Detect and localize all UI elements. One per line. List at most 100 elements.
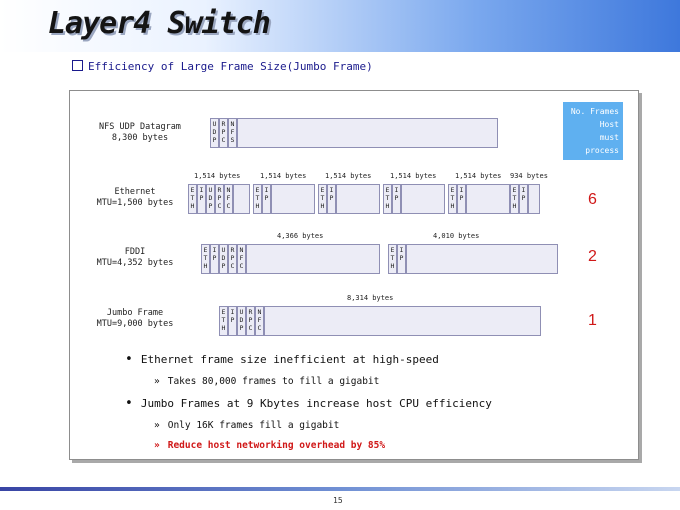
header-field-letter: T [385, 194, 390, 202]
frames-header-line: Host [599, 120, 619, 129]
header-field-letter: P [221, 262, 226, 270]
header-field-letter: T [390, 254, 395, 262]
header-field-letter: F [239, 254, 244, 262]
header-field-letter: U [221, 246, 226, 254]
header-field-letter: N [239, 246, 244, 254]
header-field-letter: P [329, 194, 334, 202]
header-field-letter: E [512, 186, 517, 194]
bullet-level1: •Ethernet frame size inefficient at high… [125, 352, 492, 367]
header-field-letter: P [239, 324, 244, 332]
row-label-size: MTU=1,500 bytes [96, 198, 174, 208]
header-field-letter: H [450, 202, 455, 210]
header-field-letter: P [208, 202, 213, 210]
frame-size-label: 8,314 bytes [347, 294, 394, 302]
header-field-letter: E [255, 186, 260, 194]
header-field-letter: T [221, 316, 226, 324]
subtitle-text: Efficiency of Large Frame Size(Jumbo Fra… [88, 60, 373, 73]
header-field-letter: C [239, 262, 244, 270]
bullet-text: Takes 80,000 frames to fill a gigabit [167, 376, 380, 387]
bullet-text: Reduce host networking overhead by 85% [167, 440, 386, 451]
frames-header-line: No. Frames [570, 107, 619, 116]
header-field-letter: C [221, 136, 226, 144]
header-field-letter: D [239, 316, 244, 324]
payload-block [406, 244, 558, 274]
header-field-letter: E [221, 308, 226, 316]
payload-block [528, 184, 540, 214]
header-field-letter: P [459, 194, 464, 202]
header-field-letter: C [217, 202, 222, 210]
header-field-letter: D [221, 254, 226, 262]
header-field-letter: I [394, 186, 399, 194]
frame-size-label: 1,514 bytes [260, 172, 307, 180]
header-field-letter: P [212, 254, 217, 262]
header-field-letter: T [450, 194, 455, 202]
header-field-letter: P [199, 194, 204, 202]
checkbox-bullet-icon [72, 60, 83, 71]
bullet-text: Jumbo Frames at 9 Kbytes increase host C… [140, 397, 492, 410]
header-field-letter: C [226, 202, 231, 210]
header-field-letter: P [264, 194, 269, 202]
frame-count-fddi: 2 [588, 248, 597, 265]
header-field-letter: N [257, 308, 262, 316]
header-field-letter: E [190, 186, 195, 194]
header-field-letter: R [221, 120, 226, 128]
header-field-letter: I [459, 186, 464, 194]
header-field-letter: P [521, 194, 526, 202]
header-field-letter: R [217, 186, 222, 194]
page-number: 15 [333, 496, 343, 505]
header-field-letter: N [230, 120, 235, 128]
row-label-ethernet: Ethernet MTU=1,500 bytes [90, 187, 180, 209]
double-chevron-icon: » [154, 376, 160, 387]
header-field-letter: H [390, 262, 395, 270]
header-field-letter: H [190, 202, 195, 210]
header-field-letter: F [257, 316, 262, 324]
header-field-letter: I [264, 186, 269, 194]
header-field-letter: U [208, 186, 213, 194]
header-field-letter: D [212, 128, 217, 136]
row-label-name: Ethernet [114, 187, 156, 197]
header-field-letter: H [385, 202, 390, 210]
header-field-letter: I [399, 246, 404, 254]
frames-header-line: must [599, 133, 619, 142]
payload-block [271, 184, 315, 214]
header-field-letter: E [203, 246, 208, 254]
header-field-letter: P [230, 254, 235, 262]
header-field-letter: R [230, 246, 235, 254]
header-field-letter: T [190, 194, 195, 202]
header-field-letter: I [199, 186, 204, 194]
header-field-letter: P [399, 254, 404, 262]
header-field-letter: P [394, 194, 399, 202]
header-field-letter: U [239, 308, 244, 316]
header-field-letter: T [203, 254, 208, 262]
double-chevron-icon: » [154, 420, 160, 431]
frame-count-ethernet: 6 [588, 191, 597, 208]
header-field-letter: E [320, 186, 325, 194]
payload-block [466, 184, 510, 214]
header-field-letter: P [212, 136, 217, 144]
bullet-level2: »Only 16K frames fill a gigabit [154, 420, 492, 431]
title-bar [0, 0, 680, 52]
bullet-list: •Ethernet frame size inefficient at high… [125, 352, 492, 460]
payload-block [237, 118, 498, 148]
payload-block [264, 306, 541, 336]
payload-block [246, 244, 380, 274]
double-chevron-icon: » [154, 440, 160, 451]
row-label-name: FDDI [124, 247, 146, 257]
header-field-letter: C [230, 262, 235, 270]
frames-header-line: process [585, 146, 619, 155]
header-field-letter: U [212, 120, 217, 128]
